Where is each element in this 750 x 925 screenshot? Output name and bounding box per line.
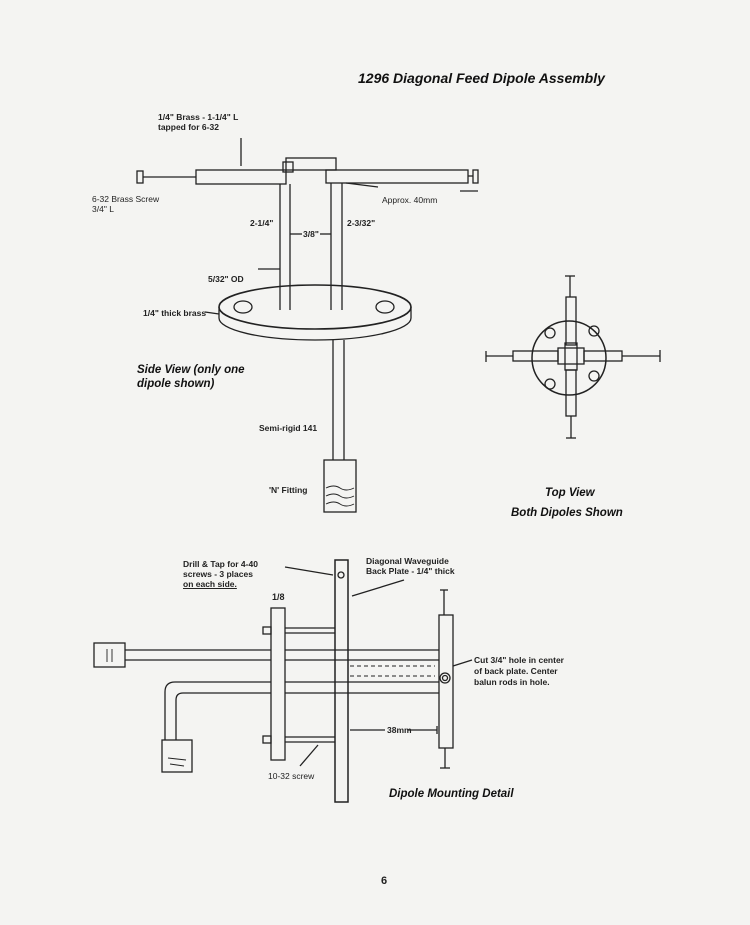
dim-left-label: 2-1/4" — [250, 218, 274, 228]
brass-element-label: 1/4" Brass - 1-1/4" L — [158, 112, 239, 122]
drill-note-line2: screws - 3 places — [183, 569, 253, 579]
top-view-caption-line1: Top View — [545, 487, 595, 499]
mounting-detail-drawing — [93, 559, 473, 803]
dim-gap-label: 3/8" — [303, 229, 319, 239]
dim-right-label: 2-3/32" — [347, 218, 376, 228]
page-title: 1296 Diagonal Feed Dipole Assembly — [358, 70, 605, 86]
back-plate-label-line2: Back Plate - 1/4" thick — [366, 566, 455, 576]
top-view-plate — [531, 320, 607, 396]
screw-length-label: 3/4" L — [92, 204, 114, 214]
oval-brass-plate — [218, 284, 412, 330]
spacing-fraction: 1/8 — [272, 592, 285, 602]
plate-thickness-label: 1/4" thick brass — [143, 308, 207, 318]
top-view-caption-line2: Both Dipoles Shown — [511, 507, 623, 519]
side-view-caption-line2: dipole shown) — [137, 378, 215, 390]
back-plate-label-line1: Diagonal Waveguide — [366, 556, 449, 566]
left-screw-head — [136, 170, 144, 184]
mounting-detail-caption: Dipole Mounting Detail — [389, 788, 514, 800]
dim-38mm-label: 38mm — [387, 725, 412, 735]
screw-size-label: 10-32 screw — [268, 771, 315, 781]
page-number: 6 — [381, 875, 388, 887]
right-screw-head — [472, 169, 479, 184]
cut-note-line3: balun rods in hole. — [474, 677, 550, 687]
od-label: 5/32" OD — [208, 274, 244, 284]
side-view-drawing — [136, 138, 479, 513]
right-brass-element — [325, 169, 469, 184]
top-view-drawing — [485, 275, 661, 439]
cut-note-line1: Cut 3/4" hole in center — [474, 655, 564, 665]
side-view-caption-line1: Side View (only one — [137, 364, 245, 376]
n-fitting — [323, 459, 357, 513]
drill-note-line1: Drill & Tap for 4-40 — [183, 559, 258, 569]
back-plate — [334, 559, 349, 803]
approx-length-label: Approx. 40mm — [382, 195, 438, 205]
drill-note-line3: on each side. — [183, 579, 237, 589]
n-fitting-label: 'N' Fitting — [269, 485, 308, 495]
left-brass-element — [195, 169, 287, 185]
tapped-label: tapped for 6-32 — [158, 122, 219, 132]
coax-label: Semi-rigid 141 — [259, 423, 318, 433]
right-bracket — [438, 614, 454, 749]
left-bracket — [270, 607, 286, 761]
cut-note-line2: of back plate. Center — [474, 666, 558, 676]
screw-label: 6-32 Brass Screw — [92, 194, 160, 204]
